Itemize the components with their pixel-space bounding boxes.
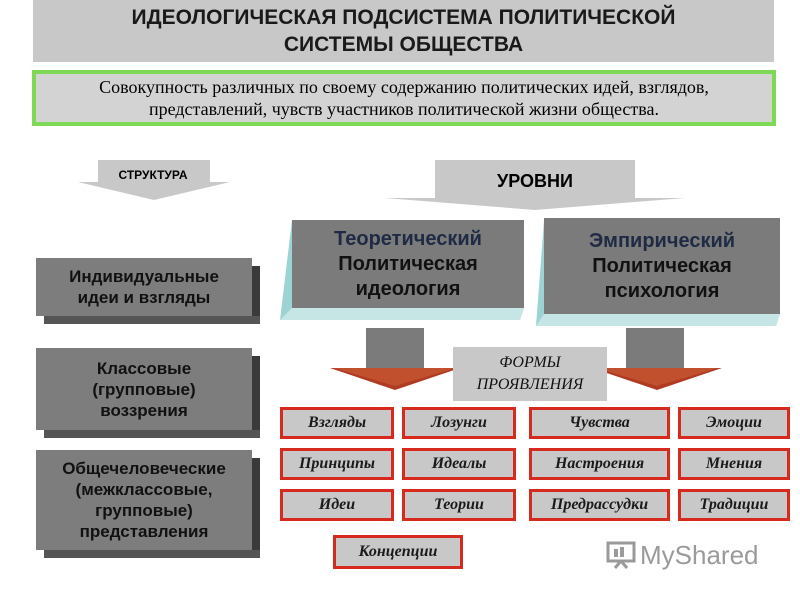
form-item: Теории (402, 489, 516, 521)
presentation-icon (606, 541, 636, 569)
structure-item-label: Общечеловеческие (межклассовые, групповы… (36, 450, 252, 550)
levels-arrow (385, 160, 685, 210)
form-item: Мнения (678, 448, 790, 480)
forms-label-line1: ФОРМЫ (499, 354, 561, 371)
structure-item-label: Классовые (групповые) воззрения (36, 348, 252, 430)
form-item: Идеи (280, 489, 394, 521)
structure-item-class: Классовые (групповые) воззрения (36, 348, 260, 438)
theoretical-level-box: Теоретический Политическая идеология (292, 220, 524, 308)
form-item: Лозунги (402, 407, 516, 439)
structure-label: СТРУКТУРА (118, 168, 188, 182)
theoretical-down-arrow (330, 328, 460, 390)
logo-text: MyShared (640, 539, 759, 570)
form-item: Принципы (280, 448, 394, 480)
myshared-logo: MyShared (606, 537, 776, 573)
levels-label: УРОВНИ (497, 170, 573, 191)
form-item: Эмоции (678, 407, 790, 439)
structure-item-label: Индивидуальные идеи и взгляды (36, 258, 252, 316)
theoretical-line2: идеология (355, 277, 461, 300)
empirical-level-box: Эмпирический Политическая психология (544, 218, 780, 314)
structure-item-individual: Индивидуальные идеи и взгляды (36, 258, 260, 324)
form-item: Идеалы (402, 448, 516, 480)
theoretical-line1: Политическая (338, 252, 478, 275)
empirical-line2: психология (604, 279, 720, 302)
form-item: Настроения (529, 448, 670, 480)
definition-text: Совокупность различных по своему содержа… (99, 77, 709, 119)
definition-box: Совокупность различных по своему содержа… (32, 70, 776, 126)
form-item: Взгляды (280, 407, 394, 439)
form-item: Чувства (529, 407, 670, 439)
structure-item-universal: Общечеловеческие (межклассовые, групповы… (36, 450, 260, 558)
form-item: Предрассудки (529, 489, 670, 521)
form-item: Традиции (678, 489, 790, 521)
structure-arrow (78, 160, 230, 200)
empirical-title: Эмпирический (588, 229, 736, 252)
form-item: Концепции (333, 535, 463, 569)
forms-label-line2: ПРОЯВЛЕНИЯ (476, 376, 584, 393)
title-box: ИДЕОЛОГИЧЕСКАЯ ПОДСИСТЕМА ПОЛИТИЧЕСКОЙ С… (33, 0, 774, 62)
empirical-box-shape (536, 220, 780, 326)
empirical-line1: Политическая (592, 254, 732, 277)
page-title: ИДЕОЛОГИЧЕСКАЯ ПОДСИСТЕМА ПОЛИТИЧЕСКОЙ С… (131, 6, 676, 56)
theoretical-box-shape (280, 220, 524, 320)
empirical-down-arrow (592, 328, 722, 390)
theoretical-title: Теоретический (334, 227, 482, 250)
forms-label: ФОРМЫ ПРОЯВЛЕНИЯ (453, 347, 607, 401)
